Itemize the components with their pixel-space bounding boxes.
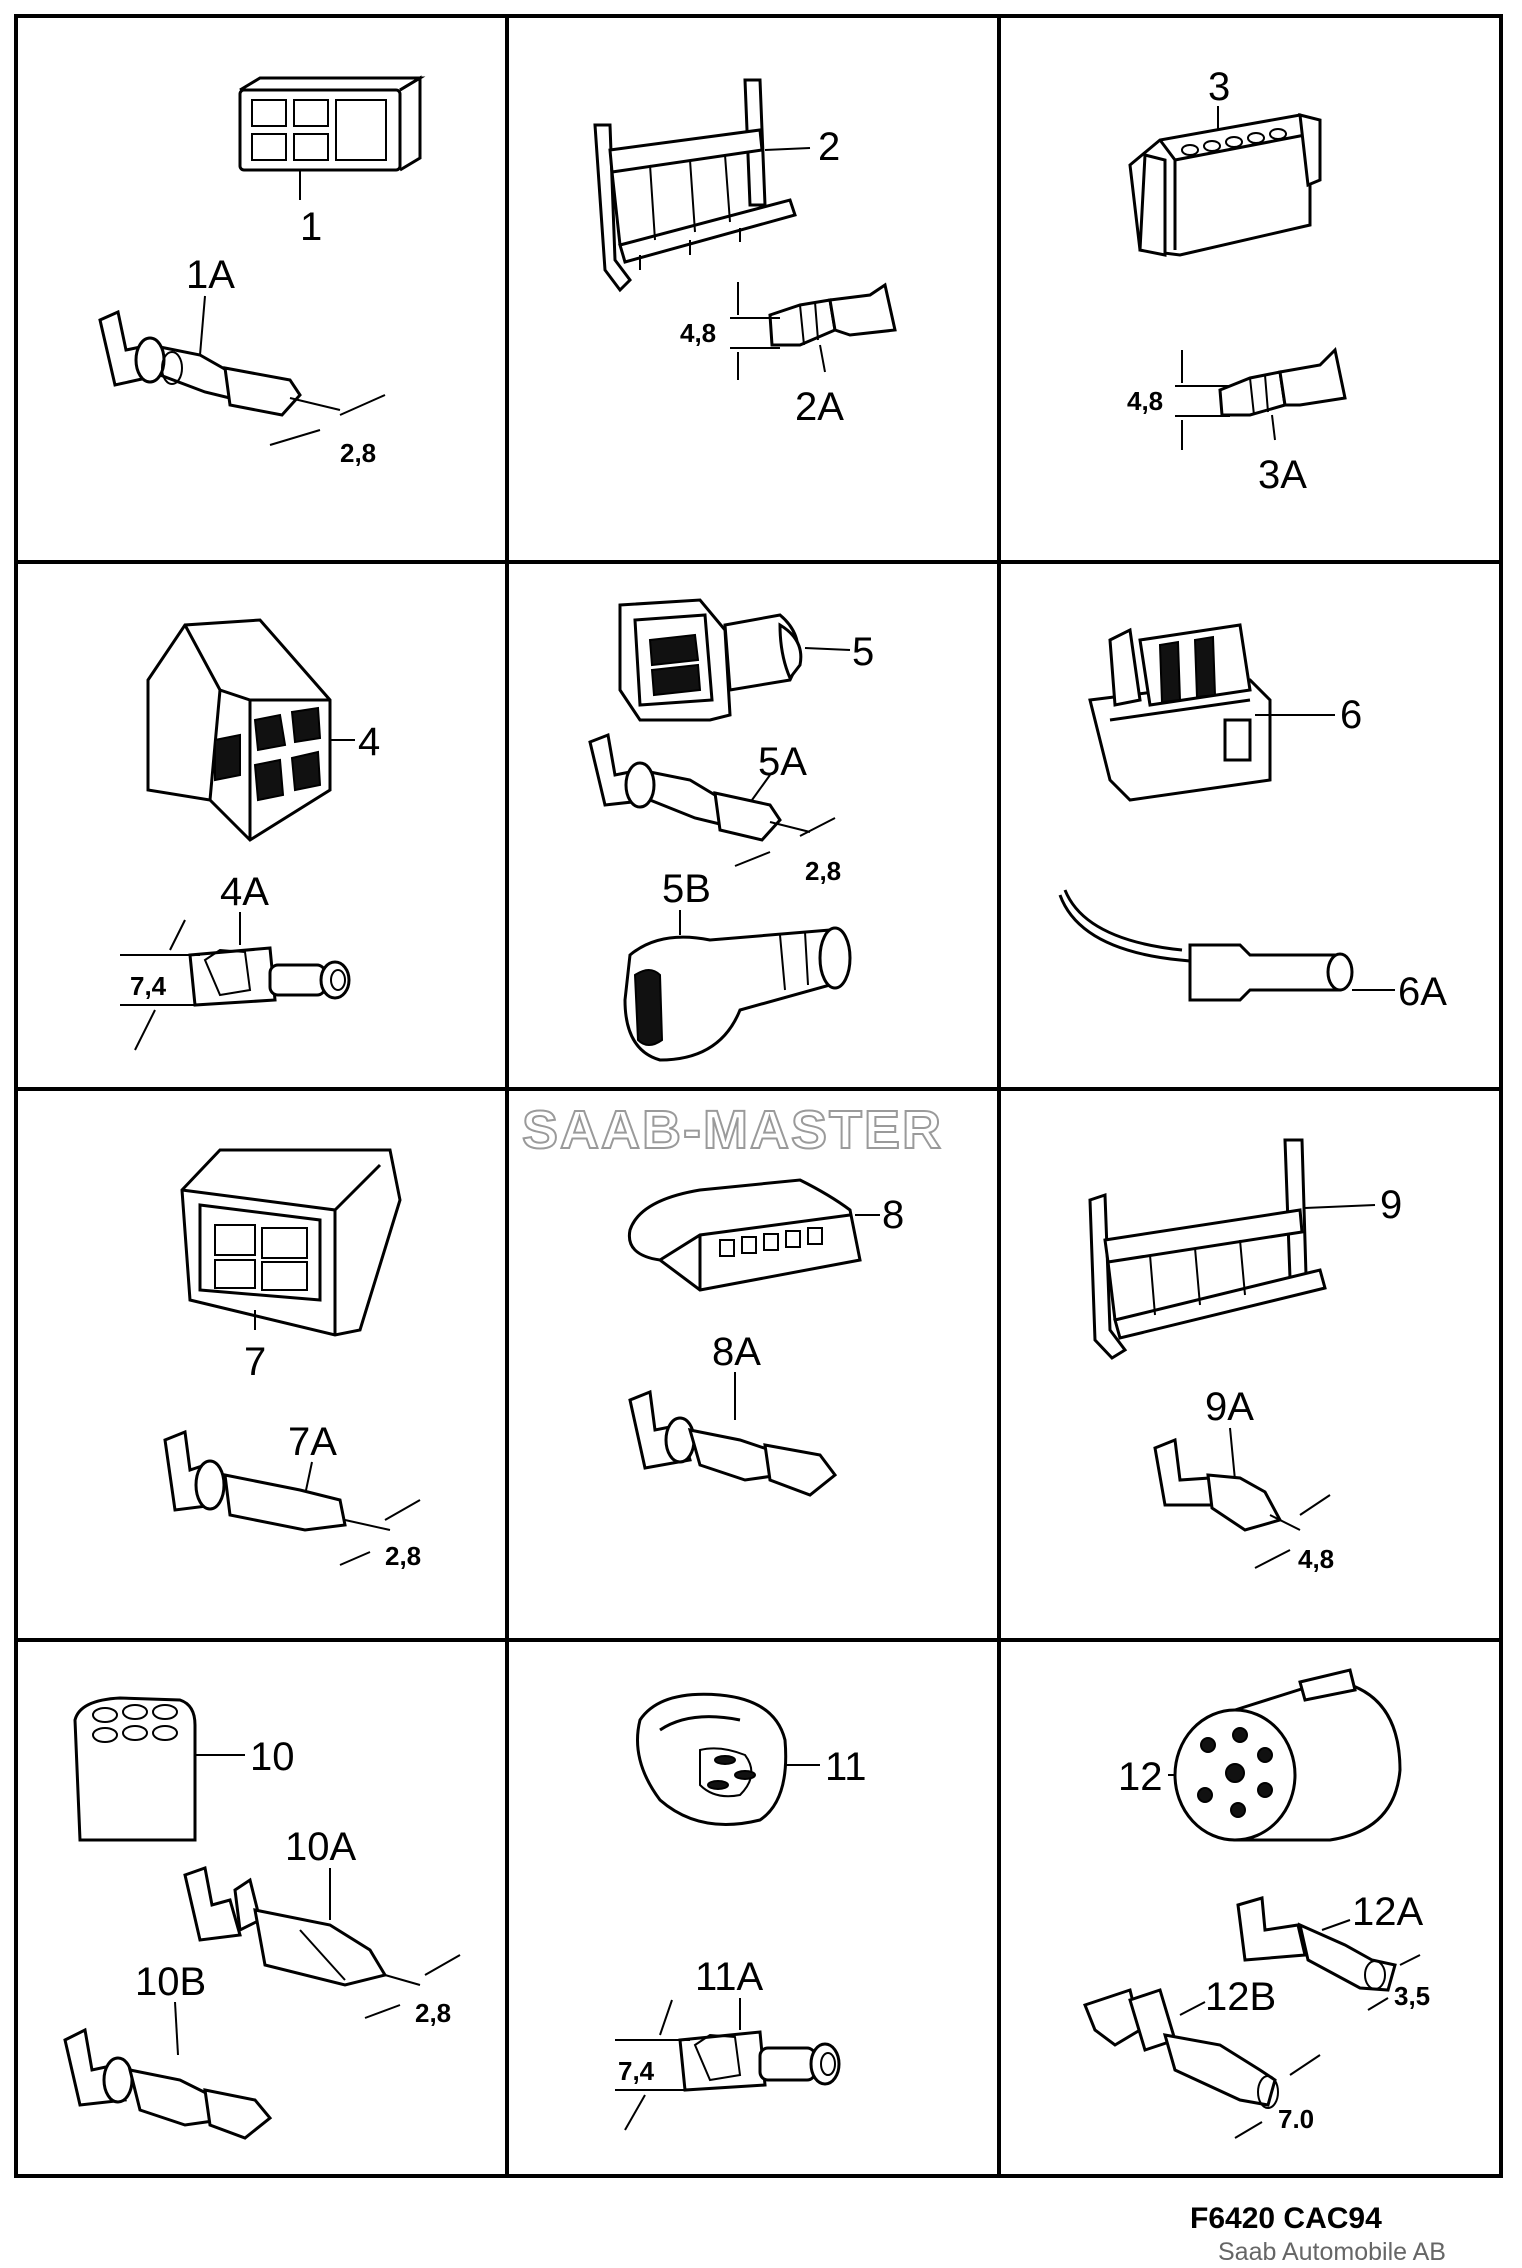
terminal-3A <box>1218 346 1347 441</box>
connector-12-housing <box>1168 1668 1402 1842</box>
panel-connector-4: 4 4A 7,4 <box>120 618 380 1051</box>
terminal-10B <box>63 2027 273 2140</box>
connector-3-housing <box>1128 113 1322 257</box>
dimension-2A: 4,8 <box>680 282 780 380</box>
dimension-11A: 7,4 <box>615 1999 690 2131</box>
terminal-5A <box>588 732 811 842</box>
figure-code: F6420 CAC94 <box>1190 2202 1382 2235</box>
part-label-10B: 10B <box>135 1960 206 2004</box>
part-label-12A: 12A <box>1352 1890 1423 1934</box>
part-label-2A: 2A <box>795 385 844 429</box>
connector-5-housing <box>618 598 851 722</box>
panel-connector-5: 5 5A 2,8 5B <box>588 598 874 1062</box>
panel-connector-8: 8 8A <box>627 1178 904 1497</box>
part-label-1A: 1A <box>186 253 235 297</box>
terminal-11A <box>678 2030 841 2092</box>
dimension-7A: 2,8 <box>339 1499 421 1571</box>
part-label-11A: 11A <box>695 1955 764 1999</box>
panel-connector-1: 1 1A 2,8 <box>98 75 426 468</box>
terminal-10A <box>183 1866 421 1987</box>
part-label-1: 1 <box>300 205 322 249</box>
panel-connector-12: 12 12A 3,5 12B 7.0 <box>1083 1668 1430 2139</box>
part-label-12: 12 <box>1118 1755 1163 1799</box>
dimension-label-2A: 4,8 <box>680 318 716 348</box>
connector-4-housing <box>146 618 355 842</box>
dimension-9A: 4,8 <box>1254 1494 1334 1574</box>
panel-connector-6: 6 6A <box>1058 623 1447 1014</box>
part-label-5A: 5A <box>758 740 807 784</box>
panel-grid <box>14 14 1503 2178</box>
dimension-3A: 4,8 <box>1127 350 1230 450</box>
part-label-9: 9 <box>1380 1183 1402 1227</box>
terminal-1A <box>98 309 341 417</box>
part-label-10A: 10A <box>285 1825 356 1869</box>
terminal-7A <box>163 1429 391 1532</box>
connector-10-housing <box>73 1696 245 1842</box>
connector-6-housing <box>1088 623 1335 802</box>
connector-11-housing <box>636 1692 820 1826</box>
part-label-8: 8 <box>882 1193 904 1237</box>
part-label-4: 4 <box>358 720 380 764</box>
dimension-12A: 3,5 <box>1367 1954 1430 2011</box>
part-label-9A: 9A <box>1205 1385 1254 1429</box>
dimension-label-9A: 4,8 <box>1298 1544 1334 1574</box>
part-label-3A: 3A <box>1258 453 1307 497</box>
dimension-1A: 2,8 <box>269 394 386 468</box>
panel-connector-3: 3 4,8 <box>1127 65 1347 497</box>
company-credit: Saab Automobile AB <box>1218 2238 1446 2266</box>
dimension-label-1A: 2,8 <box>340 438 376 468</box>
dimension-label-3A: 4,8 <box>1127 386 1163 416</box>
panel-connector-9: 9 9A 4,8 <box>1088 1138 1402 1574</box>
watermark: SAAB-MASTER <box>522 1100 943 1160</box>
panel-connector-11: 11 11A 7,4 <box>615 1692 867 2131</box>
part-label-2: 2 <box>818 125 840 169</box>
dimension-4A: 7,4 <box>120 919 200 1051</box>
part-label-11: 11 <box>825 1745 867 1789</box>
terminal-4A <box>188 946 351 1007</box>
part-label-10: 10 <box>250 1735 295 1779</box>
dimension-5A: 2,8 <box>734 817 841 886</box>
panel-connector-2: 2 4,8 2A <box>593 78 897 429</box>
dimension-10A: 2,8 <box>364 1954 461 2028</box>
part-label-6A: 6A <box>1398 970 1447 1014</box>
connector-1-housing <box>238 75 426 200</box>
terminal-12B <box>1083 1988 1279 2109</box>
terminal-6A <box>1058 889 1395 1002</box>
dimension-label-10A: 2,8 <box>415 1998 451 2028</box>
boot-5B <box>623 926 852 1062</box>
part-label-6: 6 <box>1340 693 1362 737</box>
panel-connector-10: 10 10A 2,8 10B <box>63 1696 461 2140</box>
part-label-5B: 5B <box>662 867 711 911</box>
terminal-9A <box>1153 1437 1301 1532</box>
dimension-label-11A: 7,4 <box>618 2056 655 2086</box>
terminal-2A <box>768 282 897 373</box>
part-label-4A: 4A <box>220 870 269 914</box>
dimension-label-7A: 2,8 <box>385 1541 421 1571</box>
terminal-12A <box>1236 1896 1397 1992</box>
dimension-label-12B: 7.0 <box>1278 2104 1314 2134</box>
part-label-7A: 7A <box>288 1420 337 1464</box>
dimension-12B: 7.0 <box>1234 2054 1321 2139</box>
connector-8-housing <box>627 1178 880 1292</box>
terminal-8A <box>628 1389 838 1497</box>
connector-9-housing <box>1088 1138 1376 1360</box>
part-label-5: 5 <box>852 630 874 674</box>
panel-connector-7: 7 7A 2,8 <box>163 1148 421 1571</box>
part-label-8A: 8A <box>712 1330 761 1374</box>
dimension-label-4A: 7,4 <box>130 971 167 1001</box>
part-label-3: 3 <box>1208 65 1230 109</box>
connector-2-housing <box>593 78 811 293</box>
part-label-7: 7 <box>244 1340 266 1384</box>
connector-7-housing <box>180 1148 402 1337</box>
dimension-label-5A: 2,8 <box>805 856 841 886</box>
dimension-label-12A: 3,5 <box>1394 1981 1430 2011</box>
part-label-12B: 12B <box>1205 1975 1276 2019</box>
